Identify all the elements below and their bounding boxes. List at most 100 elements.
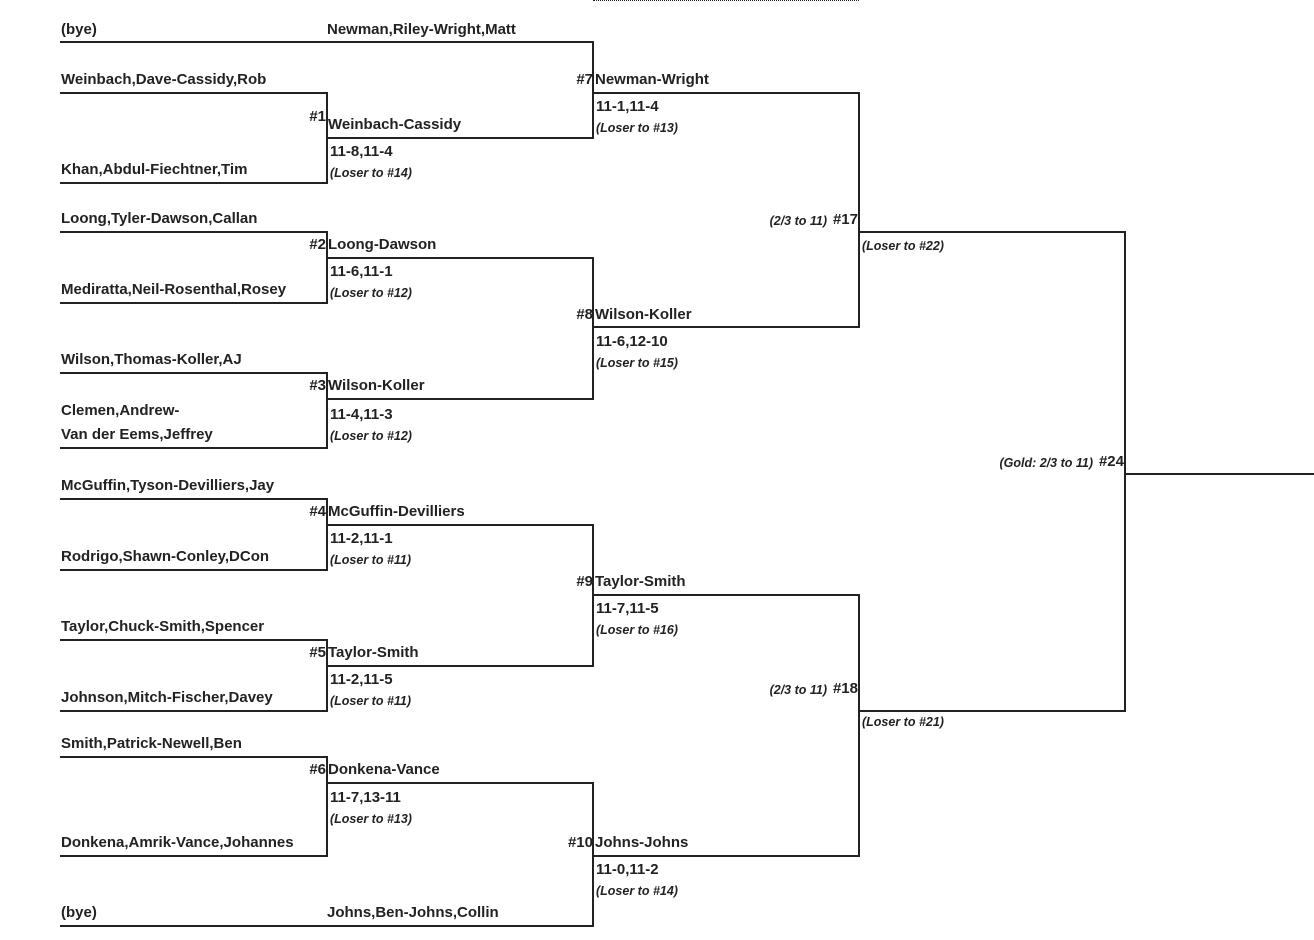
m5-match-label: #5	[309, 644, 326, 661]
m6-winner: Donkena-Vance	[328, 761, 440, 778]
m2-match-label: #2	[309, 236, 326, 253]
m3-loser-note: (Loser to #12)	[330, 429, 412, 443]
bye-bottom-line	[60, 925, 594, 927]
m8-winner: Wilson-Koller	[595, 306, 692, 323]
m18-match-label: #18	[832, 680, 858, 697]
m2-team-a-line	[60, 231, 328, 233]
m3-team-b-line	[60, 447, 328, 449]
m4-team-b-line	[60, 569, 328, 571]
m6-vertical	[326, 756, 328, 857]
m7-loser-note: (Loser to #13)	[596, 121, 678, 135]
m6-score: 11-7,13-11	[330, 789, 401, 806]
m24-format-note: (Gold: 2/3 to 11)	[999, 456, 1093, 470]
m5-team-b-line	[60, 710, 328, 712]
m6-loser-note: (Loser to #13)	[330, 812, 412, 826]
m5-team-a-line	[60, 639, 328, 641]
m17-match-label: #17	[832, 211, 858, 228]
m4-team-b: Rodrigo,Shawn-Conley,DCon	[61, 548, 270, 565]
r2-top-team: Newman,Riley-Wright,Matt	[327, 21, 516, 38]
m4-match-label: #4	[309, 503, 326, 520]
m5-loser-note: (Loser to #11)	[330, 694, 412, 708]
m9-loser-note: (Loser to #16)	[596, 623, 678, 637]
m2-loser-note: (Loser to #12)	[330, 286, 412, 300]
m18-format-note: (2/3 to 11)	[769, 683, 827, 697]
m10-winner6-line	[326, 782, 594, 784]
m7-score: 11-1,11-4	[596, 98, 659, 115]
m17-winner8-line	[592, 326, 860, 328]
m5-team-b: Johnson,Mitch-Fischer,Davey	[61, 689, 273, 706]
m10-loser-note: (Loser to #14)	[596, 884, 678, 898]
m3-team-a-line	[60, 372, 328, 374]
m3-team-b-line2: Van der Eems,Jeffrey	[61, 426, 213, 443]
m9-score: 11-7,11-5	[596, 600, 659, 617]
m2-team-b-line	[60, 302, 328, 304]
m1-team-b-line	[60, 182, 328, 184]
m6-match-label: #6	[309, 761, 326, 778]
m4-vertical	[326, 498, 328, 571]
m24-winner17-line	[858, 231, 1126, 233]
m5-score: 11-2,11-5	[330, 671, 393, 688]
m24-vertical	[1124, 231, 1126, 712]
m1-team-a: Weinbach,Dave-Cassidy,Rob	[61, 71, 267, 88]
m9-winner5-line	[326, 665, 594, 667]
m18-vertical	[858, 594, 860, 857]
m2-winner: Loong-Dawson	[328, 236, 437, 253]
m3-vertical	[326, 372, 328, 449]
m17-vertical	[858, 92, 860, 328]
m18-loser-note: (Loser to #21)	[862, 715, 944, 729]
m3-score: 11-4,11-3	[330, 406, 393, 423]
m3-team-a: Wilson,Thomas-Koller,AJ	[61, 351, 242, 368]
m4-loser-note: (Loser to #11)	[330, 553, 412, 567]
m7-match-label: #7	[576, 71, 593, 88]
m6-team-b: Donkena,Amrik-Vance,Johannes	[61, 834, 294, 851]
m8-winner2-line	[326, 257, 594, 259]
m2-vertical	[326, 231, 328, 304]
m17-loser-note: (Loser to #22)	[862, 239, 944, 253]
m8-score: 11-6,12-10	[596, 333, 668, 350]
m4-score: 11-2,11-1	[330, 530, 393, 547]
m5-winner: Taylor-Smith	[328, 644, 419, 661]
m17-format-note: (2/3 to 11)	[769, 214, 827, 228]
m7-vertical	[592, 41, 594, 139]
m10-match-label: #10	[567, 834, 593, 851]
m9-winner4-line	[326, 524, 594, 526]
m6-team-a: Smith,Patrick-Newell,Ben	[61, 735, 242, 752]
m3-winner: Wilson-Koller	[328, 377, 425, 394]
m4-winner: McGuffin-Devilliers	[328, 503, 465, 520]
m1-score: 11-8,11-4	[330, 143, 393, 160]
m10-vertical	[592, 782, 594, 927]
m18-winner9-line	[592, 594, 860, 596]
m1-winner: Weinbach-Cassidy	[328, 116, 462, 133]
m8-winner3-line	[326, 398, 594, 400]
m2-team-a: Loong,Tyler-Dawson,Callan	[61, 210, 258, 227]
bye-top-line	[60, 41, 594, 43]
m2-team-b: Mediratta,Neil-Rosenthal,Rosey	[61, 281, 287, 298]
m1-loser-note: (Loser to #14)	[330, 166, 412, 180]
m6-team-b-line	[60, 855, 328, 857]
m1-team-b: Khan,Abdul-Fiechtner,Tim	[61, 161, 248, 178]
r2-bottom-team: Johns,Ben-Johns,Collin	[327, 904, 499, 921]
m17-winner7-line	[592, 92, 860, 94]
m24-winner-line	[1124, 473, 1314, 475]
m2-score: 11-6,11-1	[330, 263, 393, 280]
m9-winner: Taylor-Smith	[595, 573, 686, 590]
m24-match-label: #24	[1098, 453, 1124, 470]
m1-team-a-line	[60, 92, 328, 94]
bye-bottom-label: (bye)	[61, 904, 97, 921]
m6-team-a-line	[60, 756, 328, 758]
m8-match-label: #8	[576, 306, 593, 323]
m5-vertical	[326, 639, 328, 712]
bye-top-label: (bye)	[61, 21, 97, 38]
m1-match-label: #1	[309, 108, 326, 125]
m8-loser-note: (Loser to #15)	[596, 356, 678, 370]
m8-vertical	[592, 257, 594, 400]
m3-team-b-line1: Clemen,Andrew-	[61, 402, 180, 419]
m7-winner: Newman-Wright	[595, 71, 709, 88]
m4-team-a-line	[60, 498, 328, 500]
m9-match-label: #9	[576, 573, 593, 590]
top-dotted-line	[593, 0, 859, 1]
m10-winner: Johns-Johns	[595, 834, 689, 851]
m7-winner1-line	[326, 137, 594, 139]
m3-match-label: #3	[309, 377, 326, 394]
